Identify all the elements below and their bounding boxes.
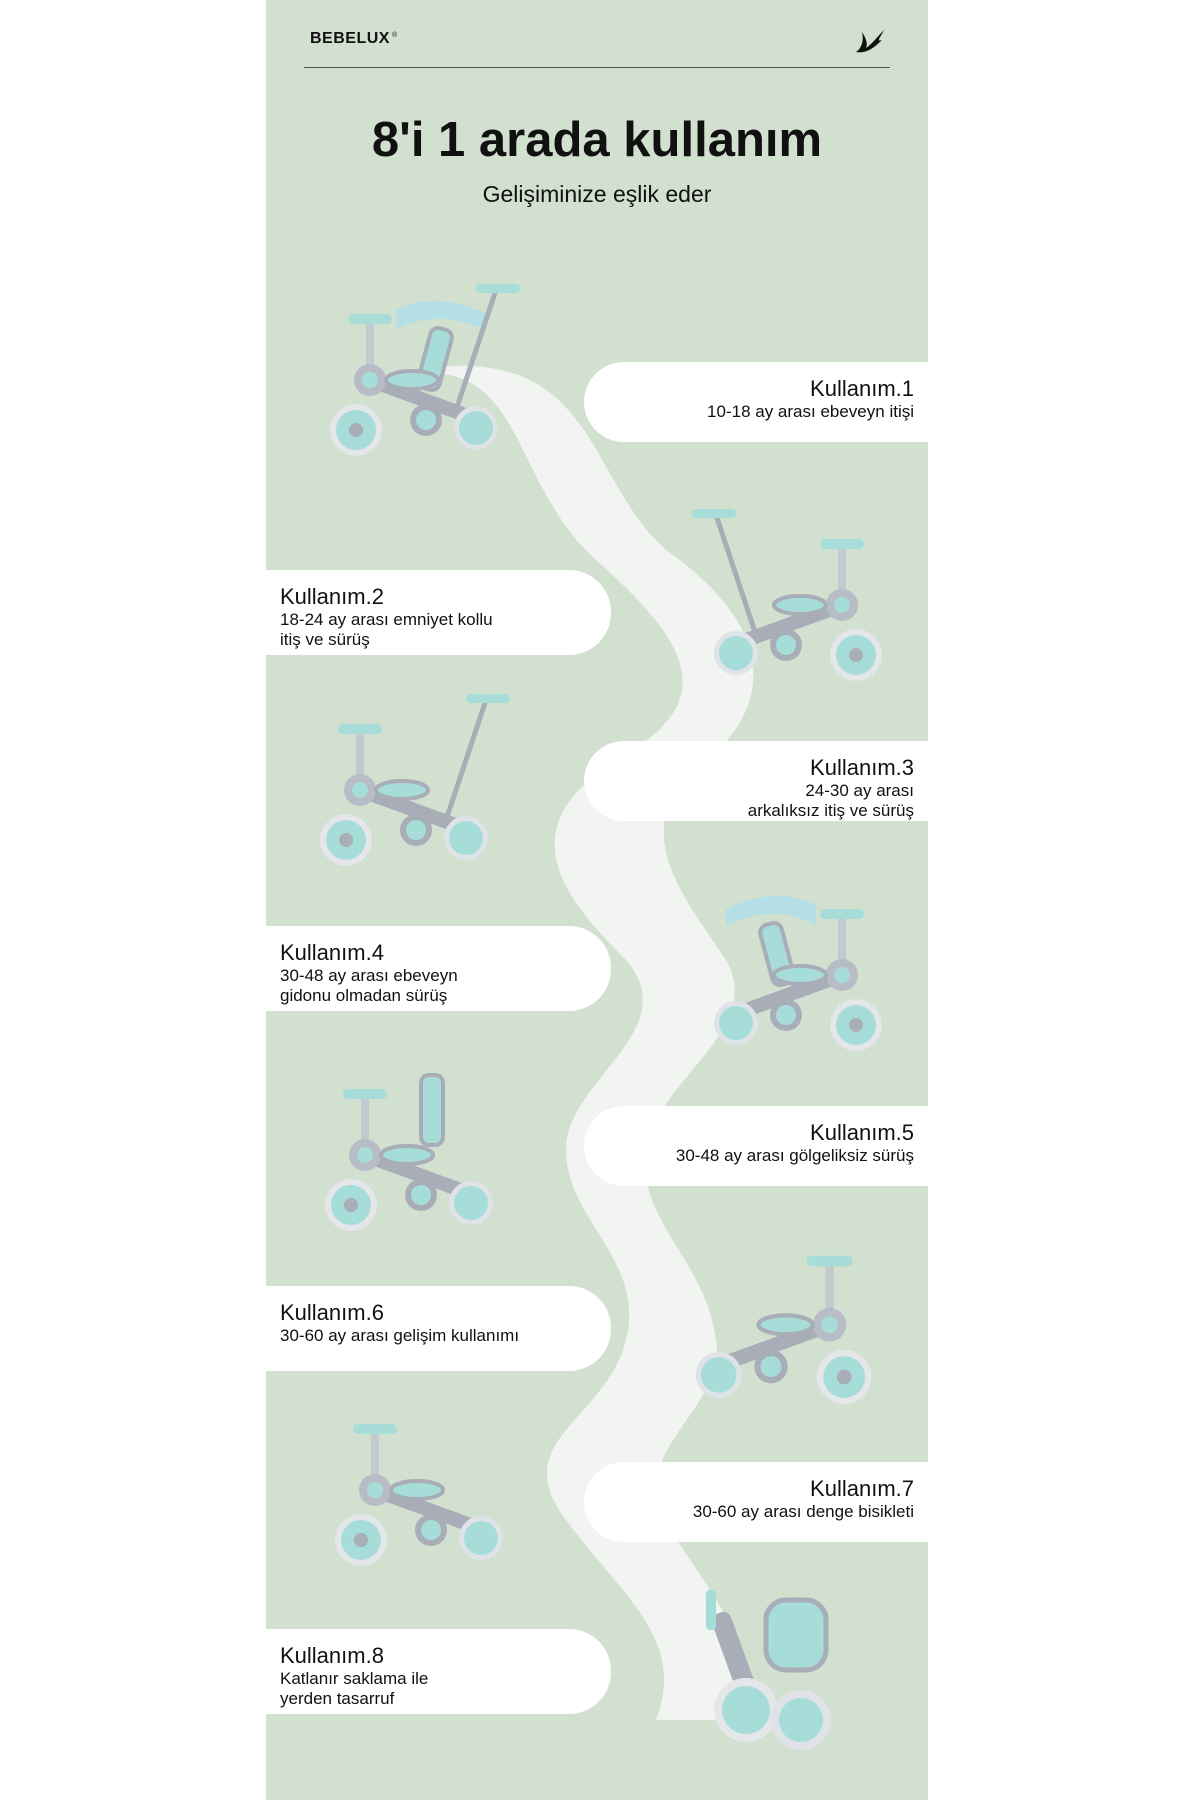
mode-name: Kullanım.1: [810, 376, 914, 401]
mode-card-2: Kullanım.2 18-24 ay arası emniyet kollu …: [266, 570, 611, 655]
mode-desc: 30-60 ay arası gelişim kullanımı: [280, 1326, 520, 1345]
swallow-logo-icon: [856, 30, 884, 53]
page-title: 8'i 1 arada kullanım: [371, 113, 823, 167]
winding-path: [386, 365, 754, 1720]
mode-card-4: Kullanım.4 30-48 ay arası ebeveyn gidonu…: [266, 926, 611, 1011]
mode-desc: 30-48 ay arası gölgeliksiz sürüş: [675, 1146, 914, 1165]
mode-desc: itiş ve sürüş: [280, 630, 370, 649]
mode-desc: arkalıksız itiş ve sürüş: [747, 801, 914, 820]
mode-desc: 18-24 ay arası emniyet kollu: [280, 610, 493, 629]
mode-name: Kullanım.3: [810, 755, 914, 780]
mode-name: Kullanım.2: [280, 584, 384, 609]
mode-card-5: Kullanım.5 30-48 ay arası gölgeliksiz sü…: [584, 1106, 928, 1186]
mode-card-1: Kullanım.1 10-18 ay arası ebeveyn itişi: [584, 362, 928, 442]
mode-desc: gidonu olmadan sürüş: [280, 986, 448, 1005]
mode-name: Kullanım.5: [810, 1120, 914, 1145]
mode-name: Kullanım.8: [280, 1643, 384, 1668]
mode-card-8: Kullanım.8 Katlanır saklama ile yerden t…: [266, 1629, 611, 1714]
mode-card-7: Kullanım.7 30-60 ay arası denge bisiklet…: [584, 1462, 928, 1542]
mode-name: Kullanım.7: [810, 1476, 914, 1501]
header-divider: [304, 67, 890, 68]
mode-card-3: Kullanım.3 24-30 ay arası arkalıksız iti…: [584, 741, 928, 821]
page-subtitle: Gelişiminize eşlik eder: [482, 181, 712, 207]
tricycle-image-mode-3: [318, 680, 536, 868]
product-panel: BEBELUX® 8'i 1 arada kullanım Gelişimini…: [266, 0, 928, 1800]
mode-desc: 30-60 ay arası denge bisikleti: [692, 1502, 914, 1521]
mode-desc: 10-18 ay arası ebeveyn itişi: [707, 402, 914, 421]
tricycle-image-mode-2: [676, 470, 884, 683]
mode-desc: Katlanır saklama ile: [280, 1669, 429, 1688]
tricycle-image-mode-6: [656, 1240, 886, 1420]
tricycle-image-mode-1: [328, 240, 546, 458]
tricycle-image-mode-5: [323, 1073, 495, 1233]
brand-logo: BEBELUX®: [310, 30, 398, 47]
mode-desc: 24-30 ay arası: [805, 781, 914, 800]
mode-name: Kullanım.4: [280, 940, 384, 965]
mode-desc: yerden tasarruf: [280, 1689, 395, 1708]
tricycle-image-mode-7: [333, 1422, 505, 1568]
mode-desc: 30-48 ay arası ebeveyn: [280, 966, 458, 985]
mode-card-6: Kullanım.6 30-60 ay arası gelişim kullan…: [266, 1286, 611, 1371]
mode-name: Kullanım.6: [280, 1300, 384, 1325]
tricycle-image-mode-4: [712, 893, 884, 1053]
tricycle-image-mode-8: [706, 1590, 831, 1750]
